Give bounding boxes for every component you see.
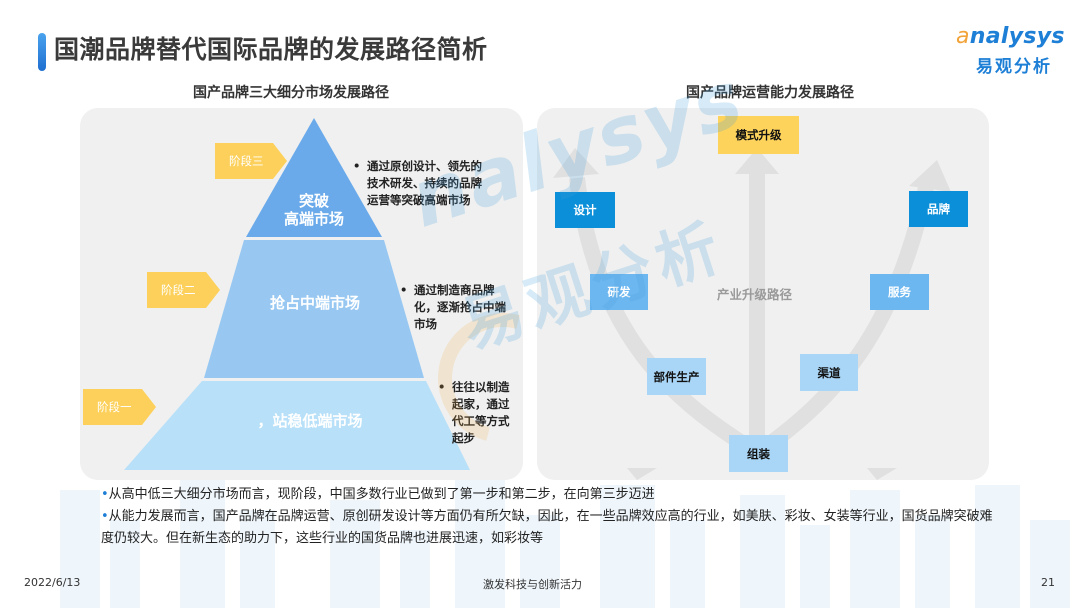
node-channel: 渠道: [800, 354, 858, 391]
title-accent-bar: [38, 33, 46, 71]
bottom-left-arrow-hint: [627, 468, 657, 480]
market-pyramid-panel: 突破 高端市场 抢占中端市场 ，站稳低端市场 阶段三 阶段二 阶段一 • 通过原…: [80, 108, 523, 480]
node-parts-production: 部件生产: [647, 358, 706, 395]
logo-chinese: 易观分析: [976, 57, 1052, 77]
pyramid-tier-mid: [204, 240, 424, 378]
skyline-background: [60, 475, 1070, 608]
left-arrow-head: [553, 148, 599, 178]
note-item: •从能力发展而言，国产品牌在品牌运营、原创研发设计等方面仍有所欠缺，因此，在一些…: [101, 509, 993, 546]
page-number: 21: [1041, 576, 1055, 589]
capability-path-panel: 模式升级 设计 品牌 研发 服务 部件生产 渠道 组装 产业升级路径: [537, 108, 989, 480]
center-arrow-head: [735, 148, 779, 174]
summary-notes: •从高中低三大细分市场而言，现阶段，中国多数行业已做到了第一步和第二步，在向第三…: [101, 484, 1001, 550]
node-assembly: 组装: [729, 435, 788, 472]
node-brand: 品牌: [909, 191, 968, 227]
stage-three-tag: 阶段三: [215, 143, 287, 179]
tier-high-label: 突破 高端市场: [283, 192, 344, 228]
note-item: •从高中低三大细分市场而言，现阶段，中国多数行业已做到了第一步和第二步，在向第三…: [101, 487, 655, 502]
tier-low-label: ，站稳低端市场: [257, 412, 363, 430]
bottom-right-arrow-hint: [867, 468, 897, 480]
node-design: 设计: [555, 192, 615, 228]
tier-mid-label: 抢占中端市场: [269, 294, 360, 312]
footer-slogan: 激发科技与创新活力: [483, 578, 582, 591]
logo-english: analysys: [956, 24, 1065, 49]
pyramid-shape: [124, 118, 470, 470]
node-rnd: 研发: [590, 274, 648, 310]
right-arrow-head: [909, 160, 951, 192]
node-model-upgrade: 模式升级: [718, 116, 799, 154]
industry-upgrade-path-label: 产业升级路径: [717, 287, 793, 302]
tier-mid-description: • 通过制造商品牌化，逐渐抢占中端市场: [400, 283, 506, 331]
pyramid-tier-low: [124, 381, 470, 470]
stage-two-tag: 阶段二: [147, 272, 220, 308]
stage-one-tag: 阶段一: [83, 389, 156, 425]
footer-date: 2022/6/13: [24, 576, 81, 589]
pyramid-tier-high: [246, 118, 382, 237]
right-curve-arrow-shaft: [752, 181, 935, 460]
tier-high-description: • 通过原创设计、领先的技术研发、持续的品牌运营等突破高端市场: [353, 159, 482, 207]
page-title: 国潮品牌替代国际品牌的发展路径简析: [54, 35, 488, 64]
left-section-title: 国产品牌三大细分市场发展路径: [193, 85, 389, 101]
node-service: 服务: [870, 274, 929, 310]
analysys-logo: analysys 易观分析: [956, 24, 1065, 80]
right-section-title: 国产品牌运营能力发展路径: [686, 85, 854, 101]
tier-low-description: • 往往以制造起家，通过代工等方式起步: [438, 380, 510, 445]
